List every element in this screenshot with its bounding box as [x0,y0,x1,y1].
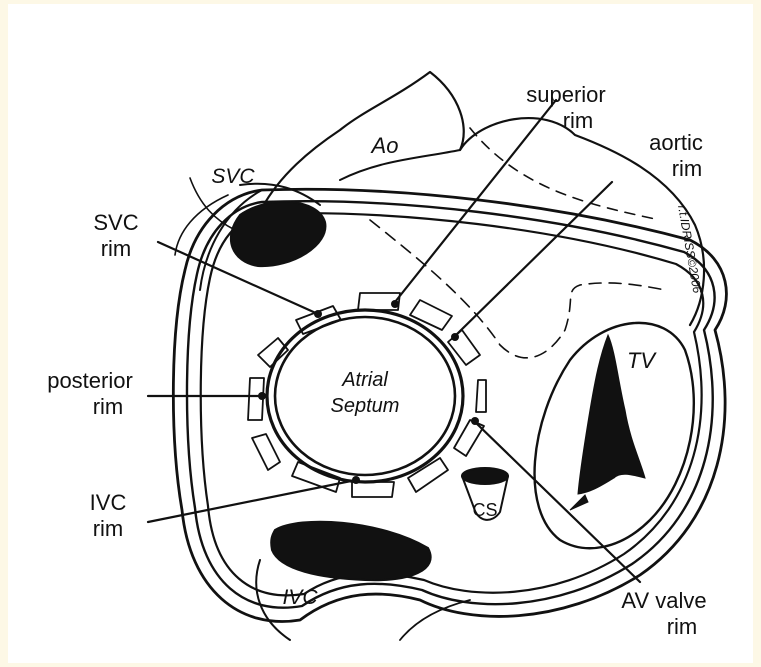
posterior-rim-label-line1: posterior [47,368,133,393]
ivc-opening [271,522,430,581]
aortic-rim-dot [451,333,459,341]
aortic-rim-label-line2: rim [672,156,703,181]
aorta-label: Ao [370,133,399,158]
aortic-rim-label-line1: aortic [649,130,703,155]
aortic-root-dashed-lower [370,220,665,358]
svc-rim-label-line1: SVC [93,210,138,235]
ivc-rim-label-line1: IVC [90,490,127,515]
atrial-septum-label-line1: Atrial [341,369,388,391]
svc-rim-dot [314,310,322,318]
aortic-rim-segment-upper [410,300,452,330]
aortic-root-dashed-upper [470,128,660,220]
posterior-rim-dot [258,392,266,400]
av-valve-rim-dot [471,417,479,425]
artist-signature: r.t.IDRISS©2006 [675,204,704,294]
av-valve-rim-segment-upper [476,380,486,412]
superior-rim-dot [391,300,399,308]
superior-rim-leader [395,100,556,302]
av-valve-rim-label-line1: AV valve [621,588,706,613]
tricuspid-valve-tail [570,495,588,510]
tricuspid-valve-label: TV [627,348,657,373]
coronary-sinus-ostium [462,468,508,484]
av-valve-rim-label-line2: rim [667,614,698,639]
svc-label: SVC [211,165,255,188]
atrial-septum-label-line2: Septum [331,395,400,417]
aorta-outline [262,72,704,325]
ivc-rim-dot [352,476,360,484]
leader-dots [258,300,479,484]
superior-rim-label-line1: superior [526,82,605,107]
posterior-rim-label-line2: rim [93,394,124,419]
svc-opening [231,202,326,266]
posterior-lower-segment [252,434,280,470]
superior-rim-label-line2: rim [563,108,594,133]
coronary-sinus-label: CS [472,500,497,520]
aortic-rim-leader [455,182,612,336]
ivc-rim-segment-center [352,482,394,497]
ivc-label: IVC [282,586,318,609]
svc-rim-label-line2: rim [101,236,132,261]
ivc-rim-label-line2: rim [93,516,124,541]
aorta-inner-curve [340,150,460,180]
